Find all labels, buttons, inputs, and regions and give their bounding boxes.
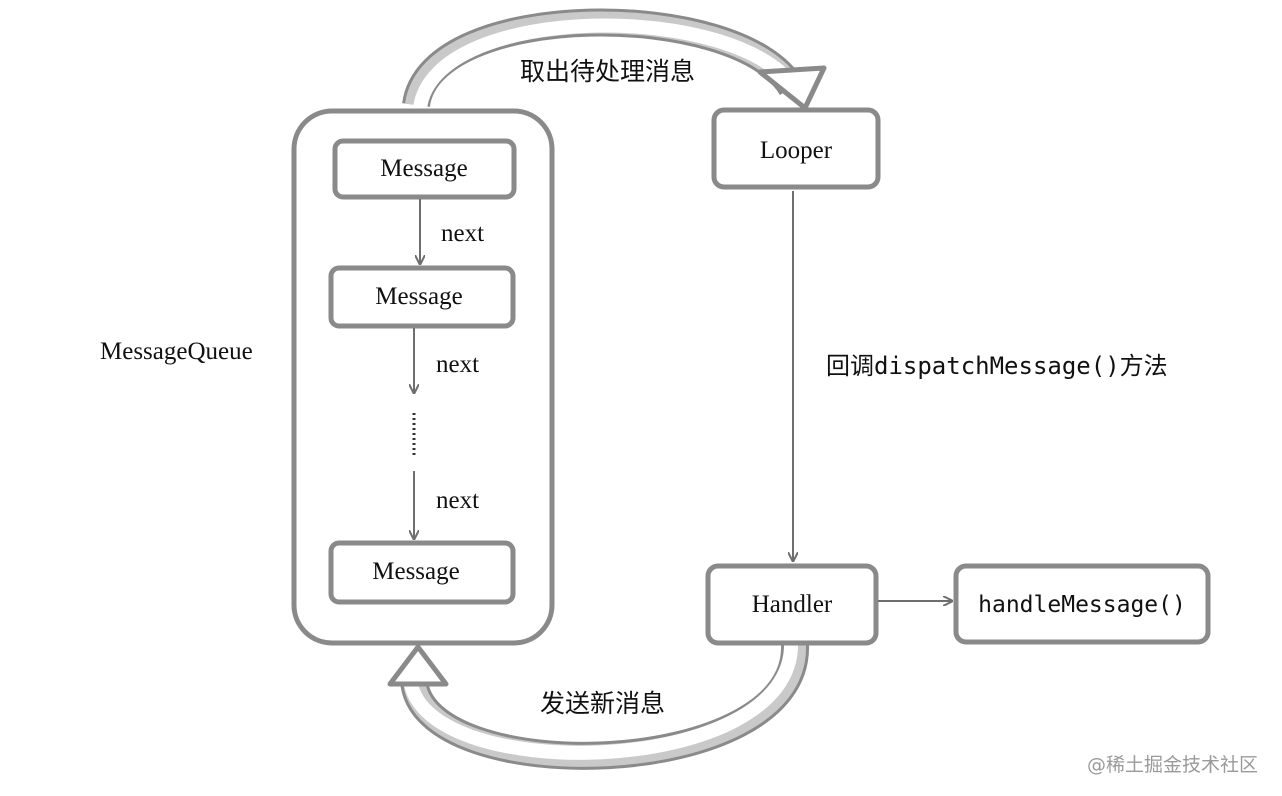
message-label-1: Message xyxy=(380,155,467,182)
message-label-2: Message xyxy=(375,283,462,310)
looper-box xyxy=(711,107,881,190)
message-queue-label: MessageQueue xyxy=(100,338,253,365)
send-curved-arrow xyxy=(387,641,810,770)
handler-box xyxy=(705,563,879,646)
fetch-label: 取出待处理消息 xyxy=(520,57,695,86)
message-box-1 xyxy=(332,138,517,200)
looper-label: Looper xyxy=(760,137,833,164)
handle-message-box xyxy=(953,563,1211,645)
callback-label-suffix: 方法 xyxy=(1120,352,1168,380)
next-label-1: next xyxy=(441,220,484,247)
message-box-3 xyxy=(328,540,516,605)
callback-label-prefix: 回调 xyxy=(826,352,874,380)
callback-label: 回调dispatchMessage()方法 xyxy=(826,352,1168,380)
send-label: 发送新消息 xyxy=(540,689,665,718)
next-label-3: next xyxy=(436,487,479,514)
next-label-2: next xyxy=(436,351,479,378)
message-label-3: Message xyxy=(372,558,459,585)
fetch-curved-arrow xyxy=(402,8,827,111)
message-queue-container xyxy=(291,108,555,646)
callback-label-code: dispatchMessage() xyxy=(874,352,1120,380)
message-box-2 xyxy=(328,265,516,329)
watermark: @稀土掘金技术社区 xyxy=(1087,754,1258,776)
handle-message-label: handleMessage() xyxy=(978,592,1186,618)
handler-label: Handler xyxy=(752,591,833,618)
